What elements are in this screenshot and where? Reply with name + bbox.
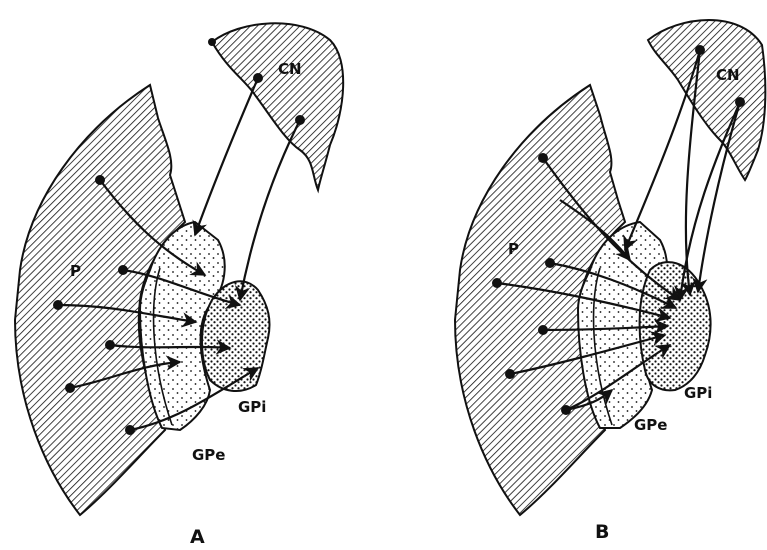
panel-a: P CN GPe GPi A <box>15 23 343 548</box>
label-gpi-b: GPi <box>684 384 712 402</box>
label-gpi-a: GPi <box>238 398 266 416</box>
label-cn-b: CN <box>716 66 740 84</box>
caudate-shape <box>648 20 765 180</box>
panel-label-a: A <box>190 526 205 548</box>
label-p-b: P <box>508 240 519 258</box>
caudate-shape <box>212 23 343 190</box>
panel-b: P CN GPe GPi B <box>455 20 765 543</box>
panel-label-b: B <box>595 521 609 543</box>
label-cn-a: CN <box>278 60 302 78</box>
label-gpe-b: GPe <box>634 416 667 434</box>
label-p-a: P <box>70 262 81 280</box>
label-gpe-a: GPe <box>192 446 225 464</box>
